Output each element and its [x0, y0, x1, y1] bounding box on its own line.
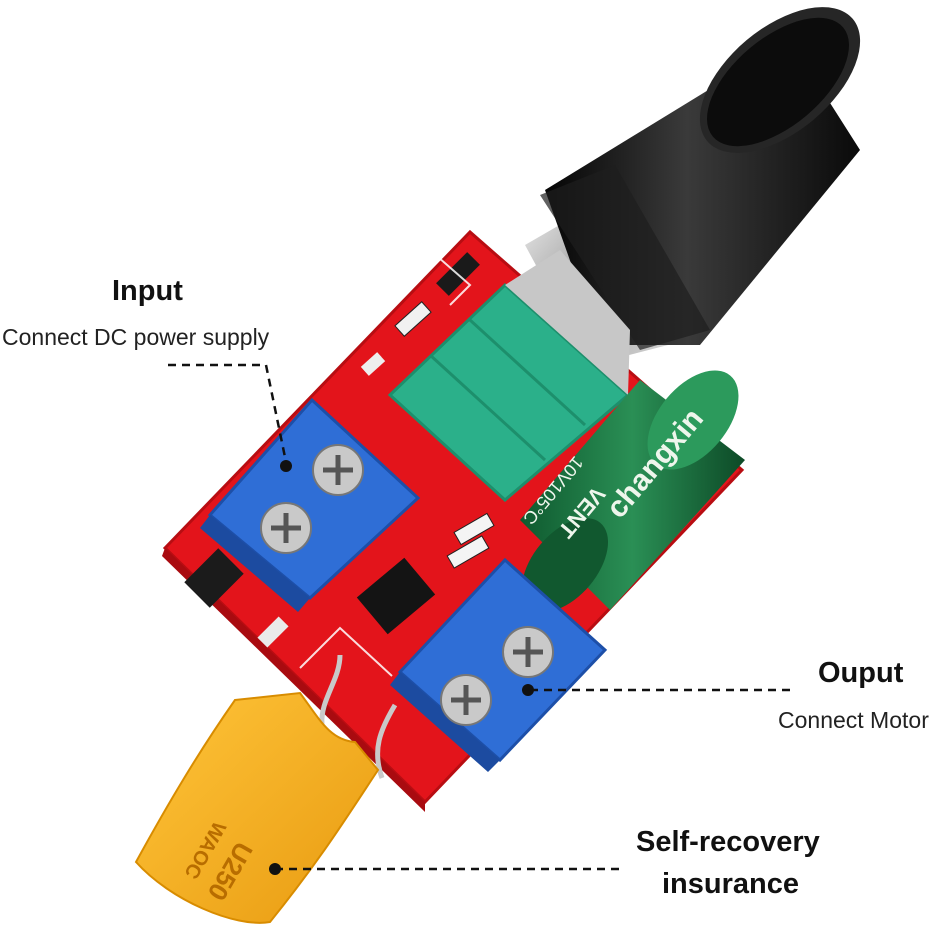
- silkscreen: [299, 249, 472, 677]
- output-subtitle: Connect Motor: [778, 707, 929, 733]
- fuse-callout-dot: [269, 863, 281, 875]
- potentiometer-ridges: [428, 318, 587, 462]
- input-callout-line: [168, 363, 288, 463]
- output-callout-dot: [522, 684, 534, 696]
- callout-dots: [269, 460, 534, 875]
- output-title: Ouput: [818, 657, 904, 689]
- fuse-title-line2: insurance: [662, 868, 799, 900]
- output-terminal-block[interactable]: [390, 557, 608, 772]
- input-terminal-block[interactable]: [200, 397, 421, 612]
- input-subtitle: Connect DC power supply: [2, 324, 270, 350]
- callout-lines: [168, 363, 795, 871]
- fuse-title-line1: Self-recovery: [636, 826, 820, 858]
- input-title: Input: [112, 275, 183, 307]
- fuse-leads: [319, 654, 398, 779]
- self-recovery-fuse: U250 WAOC: [134, 691, 380, 924]
- electrolytic-capacitor: changxin VENT 10V105°C: [519, 370, 745, 612]
- input-callout-dot: [280, 460, 292, 472]
